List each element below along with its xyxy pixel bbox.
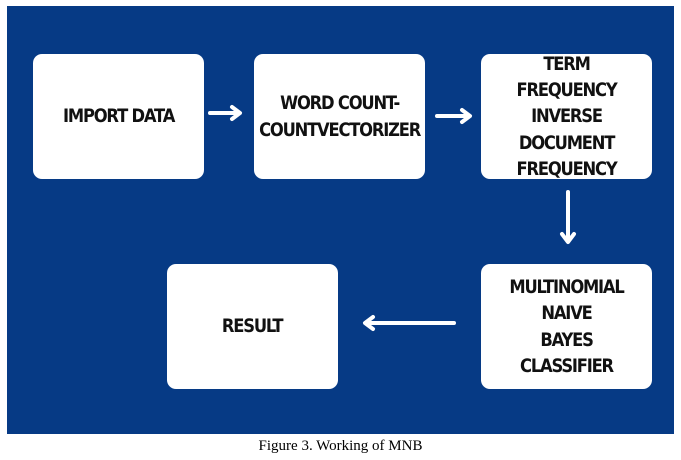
- import-data-box: IMPORT DATA: [33, 54, 204, 179]
- import-data-label: IMPORT DATA: [62, 105, 175, 128]
- diagram-panel: IMPORT DATA WORD COUNT- COUNTVECTORIZER …: [7, 6, 674, 434]
- arrow-word-to-tfidf: [435, 108, 472, 124]
- arrow-mnb-to-result: [363, 315, 456, 331]
- arrow-import-to-word: [208, 105, 242, 121]
- word-count-box: WORD COUNT- COUNTVECTORIZER: [254, 54, 425, 179]
- result-box: RESULT: [167, 264, 338, 389]
- mnb-classifier-label: MULTINOMIAL NAIVE BAYES CLASSIFIER: [509, 276, 624, 377]
- result-label: RESULT: [222, 315, 284, 338]
- tfidf-label: TERM FREQUENCY INVERSE DOCUMENT FREQUENC…: [516, 52, 618, 180]
- figure-caption: Figure 3. Working of MNB: [258, 438, 423, 454]
- tfidf-box: TERM FREQUENCY INVERSE DOCUMENT FREQUENC…: [481, 52, 652, 180]
- arrow-tfidf-to-mnb: [560, 190, 576, 244]
- mnb-classifier-box: MULTINOMIAL NAIVE BAYES CLASSIFIER: [481, 264, 652, 389]
- word-count-label: WORD COUNT- COUNTVECTORIZER: [258, 92, 421, 141]
